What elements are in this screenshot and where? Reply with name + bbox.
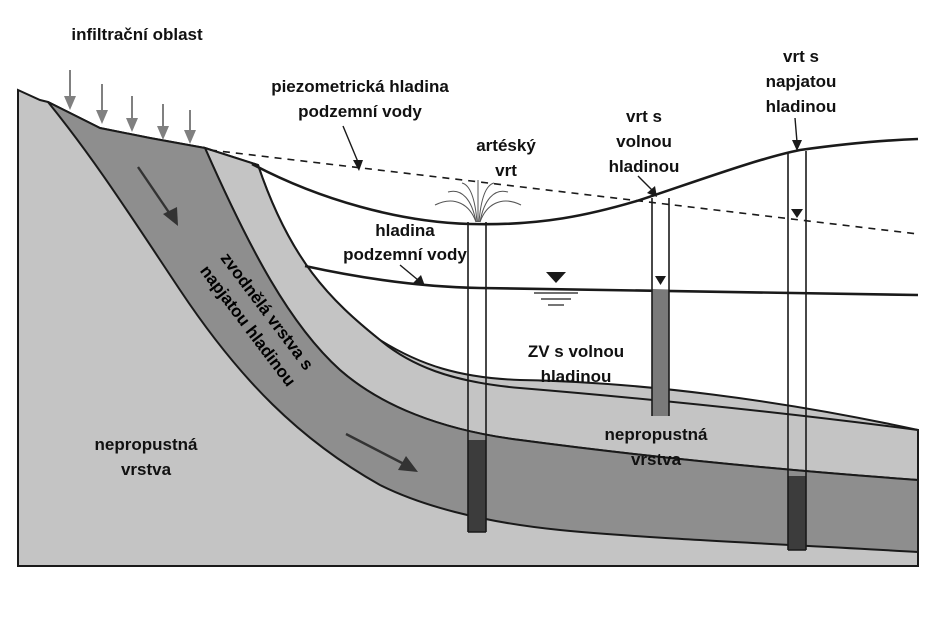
infiltration-arrows xyxy=(64,70,196,144)
confined-well xyxy=(787,151,807,551)
label-piezometric-2: podzemní vody xyxy=(298,102,422,121)
label-free-well-2: volnou xyxy=(616,132,672,151)
leader-lines xyxy=(342,117,802,286)
water-table-symbol xyxy=(534,272,578,306)
label-free-aquifer-1: ZV s volnou xyxy=(528,342,624,361)
label-artesian-2: vrt xyxy=(495,161,517,180)
label-impermeable-left-2: vrstva xyxy=(121,460,172,479)
flow-arrow-upper xyxy=(137,166,178,226)
label-impermeable-right-1: nepropustná xyxy=(605,425,708,444)
label-infiltration-area: infiltrační oblast xyxy=(71,25,203,44)
piezometric-level-line xyxy=(209,149,919,235)
artesian-fountain xyxy=(434,180,522,223)
label-impermeable-left-1: nepropustná xyxy=(95,435,198,454)
label-confined-well-1: vrt s xyxy=(783,47,819,66)
water-table-line xyxy=(304,264,919,297)
label-confined-well-3: hladinou xyxy=(766,97,837,116)
label-water-table-2: podzemní vody xyxy=(343,245,467,264)
artesian-well xyxy=(434,180,522,533)
label-piezometric-1: piezometrická hladina xyxy=(271,77,449,96)
label-water-table-1: hladina xyxy=(375,221,435,240)
label-confined-well-2: napjatou xyxy=(766,72,837,91)
flow-arrow-lower xyxy=(345,432,418,472)
terrain-surface xyxy=(251,137,919,226)
label-free-well-1: vrt s xyxy=(626,107,662,126)
label-artesian-1: artéský xyxy=(476,136,536,155)
label-free-well-3: hladinou xyxy=(609,157,680,176)
label-impermeable-right-2: vrstva xyxy=(631,450,682,469)
label-free-aquifer-2: hladinou xyxy=(541,367,612,386)
free-surface-well xyxy=(651,198,670,416)
